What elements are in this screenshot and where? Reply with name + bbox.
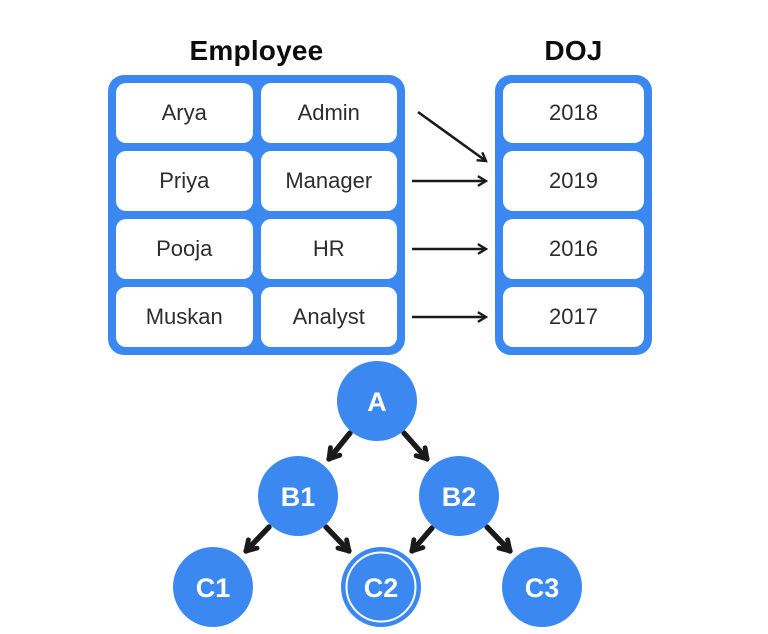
tree-node-circle	[419, 456, 499, 536]
highlight-ring	[345, 551, 417, 623]
tree-edge-a-b1	[326, 430, 353, 462]
employee-name-cell: Pooja	[116, 219, 253, 279]
employee-name-cell: Priya	[116, 151, 253, 211]
tree-node-label: B1	[281, 482, 316, 512]
doj-year-cell: 2016	[503, 219, 644, 279]
employee-role-cell: Manager	[260, 151, 397, 211]
tree-node-circle	[173, 547, 253, 627]
tree-node-c1: C1	[173, 547, 253, 627]
tree-node-a: A	[337, 361, 417, 441]
tree-edge-b2-c2	[409, 525, 435, 554]
tree-edge-b1-c2	[323, 524, 352, 554]
tree-node-circle	[337, 361, 417, 441]
tree-node-label: C3	[525, 573, 560, 603]
tree-node-label: C2	[364, 573, 399, 603]
mapping-arrows-group	[412, 110, 489, 323]
doj-year-cell: 2018	[503, 83, 644, 143]
tree-node-c3: C3	[502, 547, 582, 627]
mapping-arrow-admin-2019	[417, 110, 488, 163]
tree-edge-b1-c1	[243, 524, 272, 554]
employee-role-cell: Analyst	[260, 287, 397, 347]
tree-node-circle	[502, 547, 582, 627]
employee-table-title: Employee	[189, 35, 324, 66]
employee-name-cell: Arya	[116, 83, 253, 143]
tree-node-label: B2	[442, 482, 477, 512]
employee-table: Arya Admin Priya Manager Pooja HR Muskan…	[108, 75, 405, 355]
tree-node-label: A	[367, 387, 387, 417]
tree-node-b2: B2	[419, 456, 499, 536]
tree-edges-group	[243, 430, 513, 554]
employee-role-cell: Admin	[260, 83, 397, 143]
doj-year-cell: 2017	[503, 287, 644, 347]
employee-name-cell: Muskan	[116, 287, 253, 347]
doj-year-cell: 2019	[503, 151, 644, 211]
tree-node-b1: B1	[258, 456, 338, 536]
doj-table: 2018 2019 2016 2017	[495, 75, 652, 355]
tree-nodes-group: A B1 B2 C1 C2 C3	[173, 361, 582, 627]
tree-node-circle	[341, 547, 421, 627]
tree-edge-a-b2	[401, 430, 430, 462]
tree-node-c2-highlighted: C2	[341, 547, 421, 627]
tree-node-circle	[258, 456, 338, 536]
tree-node-label: C1	[196, 573, 231, 603]
employee-role-cell: HR	[260, 219, 397, 279]
doj-table-title: DOJ	[544, 35, 603, 66]
tree-edge-b2-c3	[484, 524, 513, 554]
